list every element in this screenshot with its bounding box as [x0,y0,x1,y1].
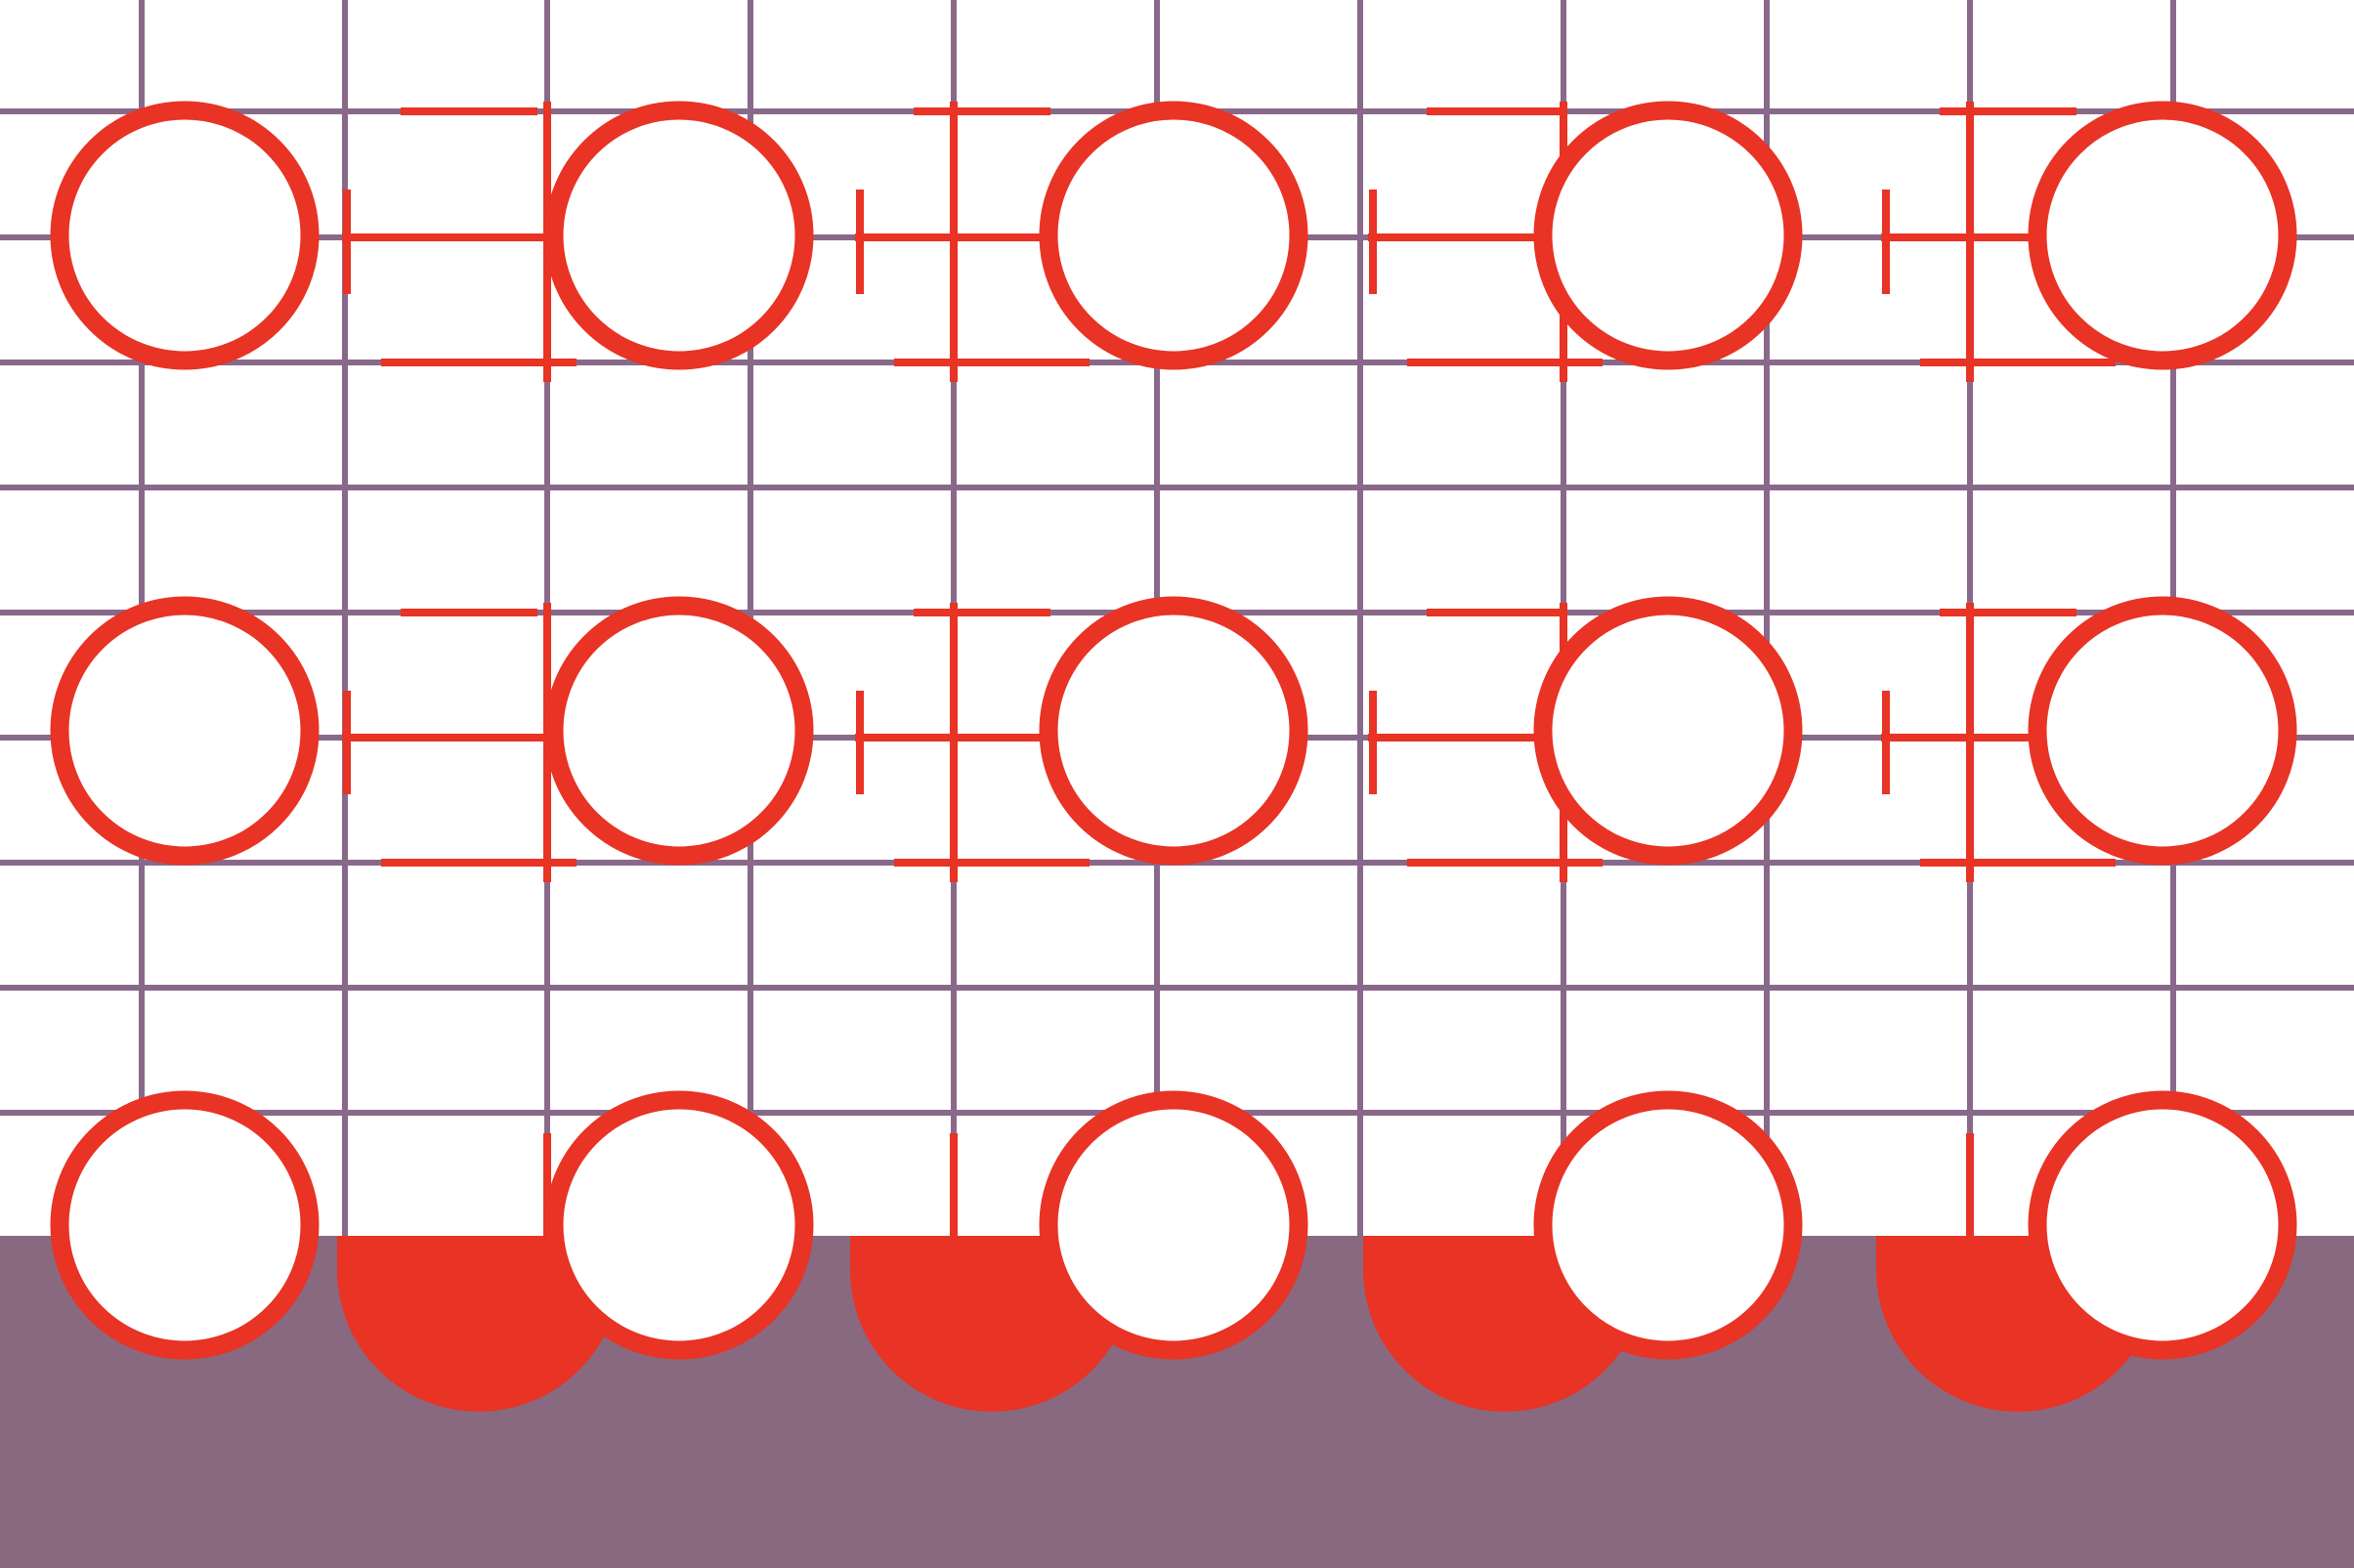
ring [1533,101,1803,370]
ring [544,1090,814,1360]
ring [544,596,814,866]
ring [2028,1090,2297,1360]
ring [544,101,814,370]
ring [1039,1090,1308,1360]
red-cross [855,102,1129,382]
ring [1039,101,1308,370]
ring [1533,596,1803,866]
ring-grid [50,101,2297,1360]
ring [2028,101,2297,370]
ring [1039,596,1308,866]
ring [50,1090,320,1360]
red-half-disc-body [337,1236,621,1412]
ring [2028,596,2297,866]
ring [50,596,320,866]
red-cross [855,603,1129,882]
ring [1533,1090,1803,1360]
ring [50,101,320,370]
